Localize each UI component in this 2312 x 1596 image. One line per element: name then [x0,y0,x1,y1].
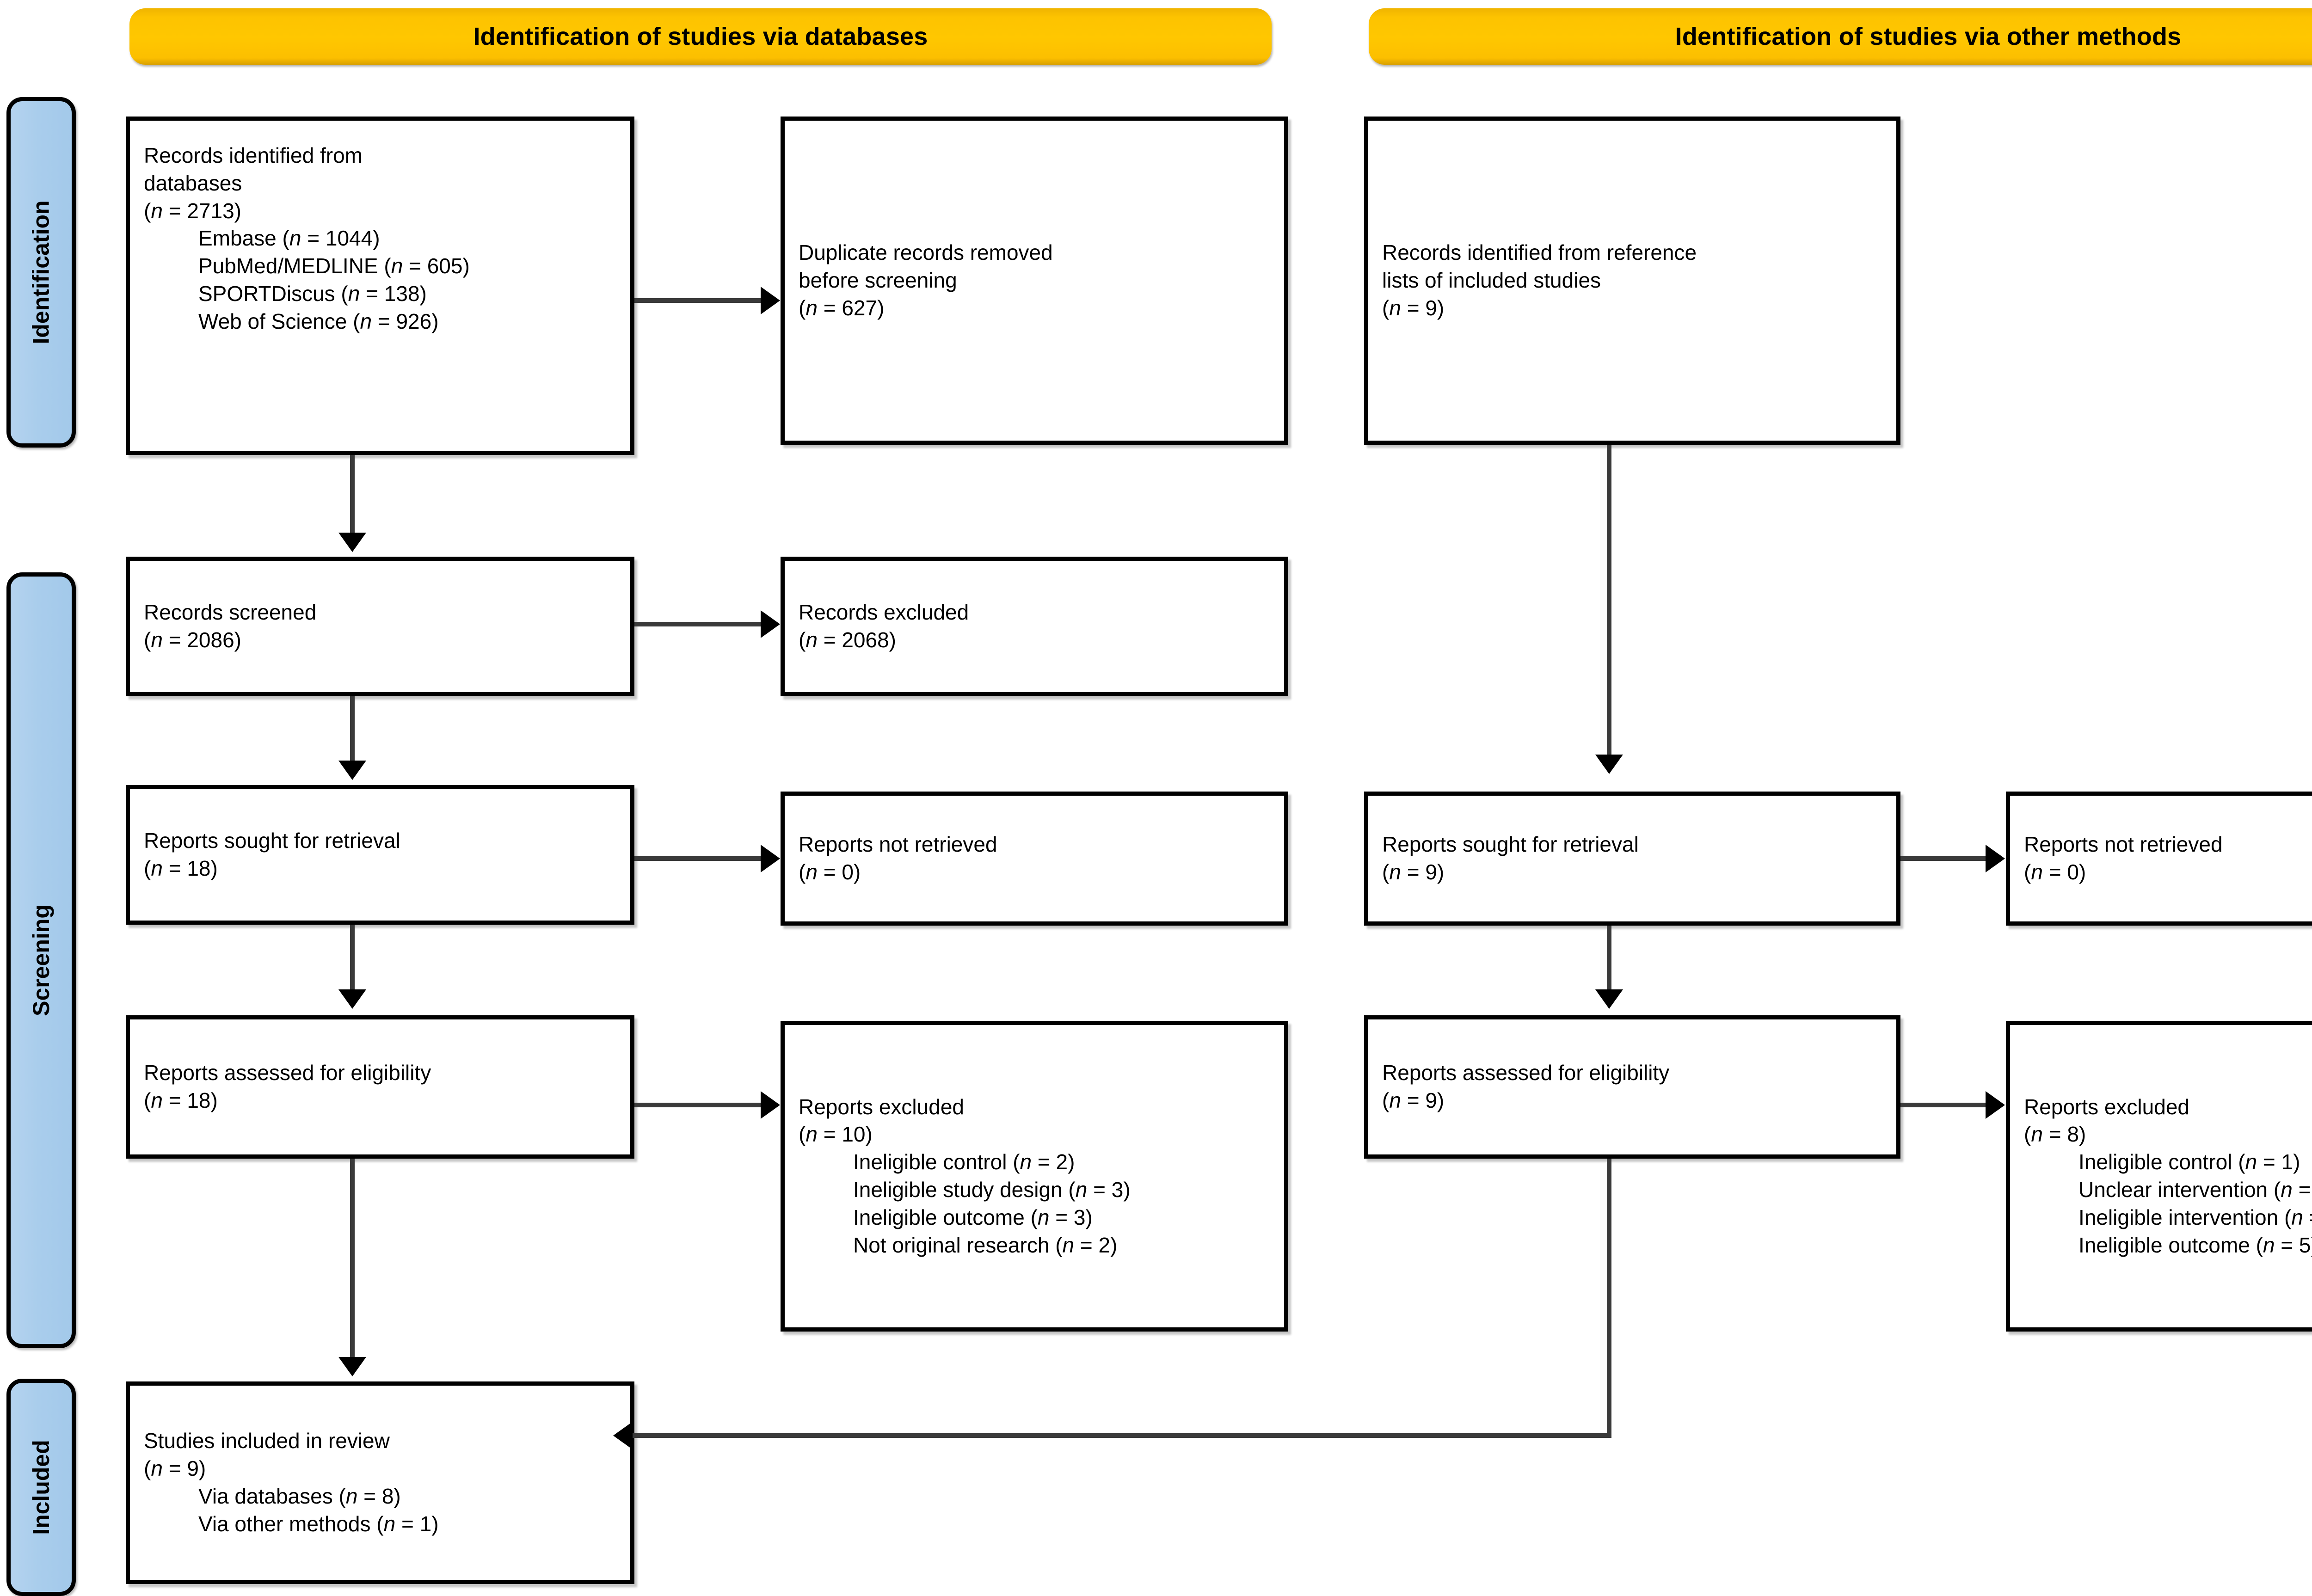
studies-included-count: (n = 9) [144,1456,206,1481]
other-assessed-label: Reports assessed for eligibility [1382,1061,1670,1085]
reports-excluded-db-count: (n = 10) [799,1122,873,1147]
connector-assessed-to-excluded-db [634,1103,762,1107]
arrowhead-assessed-to-excluded-db [761,1091,780,1119]
reports-excluded-db-label: Reports excluded [799,1094,964,1119]
other-identified-line1: Records identified from reference [1382,240,1697,265]
included-via-other-methods: Via other methods (n = 1) [198,1511,439,1536]
reports-not-retrieved-label: Reports not retrieved [799,832,997,857]
arrowhead-other-identified-to-sought [1595,755,1623,774]
box-reports-not-retrieved-databases: Reports not retrieved (n = 0) [781,792,1288,926]
banner-databases-label: Identification of studies via databases [473,23,928,50]
stage-label-screening: Screening [6,572,76,1348]
box-reports-not-retrieved-other: Reports not retrieved (n = 0) [2006,792,2312,926]
banner-other-methods-label: Identification of studies via other meth… [1675,23,2182,50]
connector-other-sought-to-assessed [1607,926,1611,994]
source-pubmed-medline: PubMed/MEDLINE (n = 605) [198,254,470,278]
arrowhead-identified-to-screened [338,533,366,552]
box-reports-sought-databases: Reports sought for retrieval (n = 18) [126,785,634,925]
box-reports-sought-other: Reports sought for retrieval (n = 9) [1364,792,1900,926]
duplicates-count: (n = 627) [799,295,885,320]
reports-excluded-other-count: (n = 8) [2024,1122,2086,1147]
box-reports-excluded-databases: Reports excluded (n = 10) Ineligible con… [781,1021,1288,1332]
reason-ineligible-study-design-db: Ineligible study design (n = 3) [853,1178,1131,1202]
stage-label-included: Included [6,1379,76,1596]
reason-unclear-intervention-other: Unclear intervention (n = 1) [2078,1178,2312,1202]
connector-identified-to-screened [350,455,355,538]
reason-ineligible-outcome-db: Ineligible outcome (n = 3) [853,1205,1093,1229]
stage-label-identification: Identification [6,97,76,448]
arrowhead-other-to-studies-included [613,1422,633,1449]
reason-ineligible-intervention-other: Ineligible intervention (n = 1) [2078,1205,2312,1229]
reason-ineligible-control-db: Ineligible control (n = 2) [853,1150,1075,1174]
arrowhead-screened-to-sought [338,761,366,780]
connector-other-sought-to-not-retrieved [1900,856,1987,861]
records-identified-line2: databases [144,171,242,195]
other-not-retrieved-count: (n = 0) [2024,860,2086,884]
source-embase: Embase (n = 1044) [198,226,380,251]
reason-ineligible-outcome-other: Ineligible outcome (n = 5) [2078,1233,2312,1257]
box-reports-excluded-other: Reports excluded (n = 8) Ineligible cont… [2006,1021,2312,1332]
arrowhead-sought-to-assessed [338,989,366,1009]
box-records-screened: Records screened (n = 2086) [126,557,634,696]
other-identified-line2: lists of included studies [1382,268,1601,293]
other-sought-label: Reports sought for retrieval [1382,832,1639,857]
records-excluded-label: Records excluded [799,600,969,625]
records-screened-label: Records screened [144,600,317,625]
connector-sought-to-assessed [350,925,355,994]
source-sportdiscus: SPORTDiscus (n = 138) [198,281,427,306]
other-sought-count: (n = 9) [1382,860,1445,884]
connector-other-assessed-down [1607,1159,1611,1438]
arrowhead-other-assessed-to-excluded [1986,1091,2005,1119]
other-not-retrieved-label: Reports not retrieved [2024,832,2223,857]
box-records-identified-databases: Records identified from databases (n = 2… [126,117,634,455]
reports-assessed-label: Reports assessed for eligibility [144,1061,431,1085]
connector-identified-to-duplicates [634,298,762,303]
duplicates-line2: before screening [799,268,957,293]
studies-included-label: Studies included in review [144,1429,390,1453]
box-records-excluded: Records excluded (n = 2068) [781,557,1288,696]
stage-label-included-text: Included [28,1440,55,1535]
box-records-identified-other-methods: Records identified from reference lists … [1364,117,1900,445]
records-identified-line1: Records identified from [144,143,363,167]
connector-assessed-to-included [350,1159,355,1362]
other-assessed-count: (n = 9) [1382,1088,1445,1112]
other-identified-count: (n = 9) [1382,295,1445,320]
duplicates-line1: Duplicate records removed [799,240,1053,265]
records-excluded-count: (n = 2068) [799,628,896,652]
arrowhead-assessed-to-included [338,1357,366,1376]
arrowhead-screened-to-excluded [761,610,780,638]
included-via-databases: Via databases (n = 8) [198,1484,401,1508]
connector-screened-to-excluded [634,622,762,626]
arrowhead-identified-to-duplicates [761,287,780,314]
reason-ineligible-control-other: Ineligible control (n = 1) [2078,1150,2300,1174]
stage-label-screening-text: Screening [28,904,54,1016]
reason-not-original-research-db: Not original research (n = 2) [853,1233,1118,1257]
arrowhead-other-sought-to-assessed [1595,989,1623,1009]
reports-assessed-count: (n = 18) [144,1088,218,1112]
arrowhead-sought-to-not-retrieved [761,845,780,872]
connector-other-identified-to-sought [1607,445,1611,759]
box-studies-included: Studies included in review (n = 9) Via d… [126,1381,634,1584]
reports-not-retrieved-count: (n = 0) [799,860,861,884]
arrowhead-other-sought-to-not-retrieved [1986,845,2005,872]
reports-excluded-other-label: Reports excluded [2024,1094,2189,1119]
connector-screened-to-sought [350,696,355,766]
stage-label-identification-text: Identification [28,200,55,344]
reports-sought-count: (n = 18) [144,856,218,880]
source-web-of-science: Web of Science (n = 926) [198,309,439,333]
connector-sought-to-not-retrieved [634,856,762,861]
records-screened-count: (n = 2086) [144,628,241,652]
box-reports-assessed-databases: Reports assessed for eligibility (n = 18… [126,1015,634,1159]
banner-identification-databases: Identification of studies via databases [129,8,1272,65]
reports-sought-label: Reports sought for retrieval [144,829,400,853]
connector-other-to-studies-included [633,1433,1611,1438]
box-reports-assessed-other: Reports assessed for eligibility (n = 9) [1364,1015,1900,1159]
connector-other-assessed-to-excluded [1900,1103,1987,1107]
records-identified-count: (n = 2713) [144,198,241,223]
box-duplicate-records-removed: Duplicate records removed before screeni… [781,117,1288,445]
banner-identification-other-methods: Identification of studies via other meth… [1369,8,2312,65]
